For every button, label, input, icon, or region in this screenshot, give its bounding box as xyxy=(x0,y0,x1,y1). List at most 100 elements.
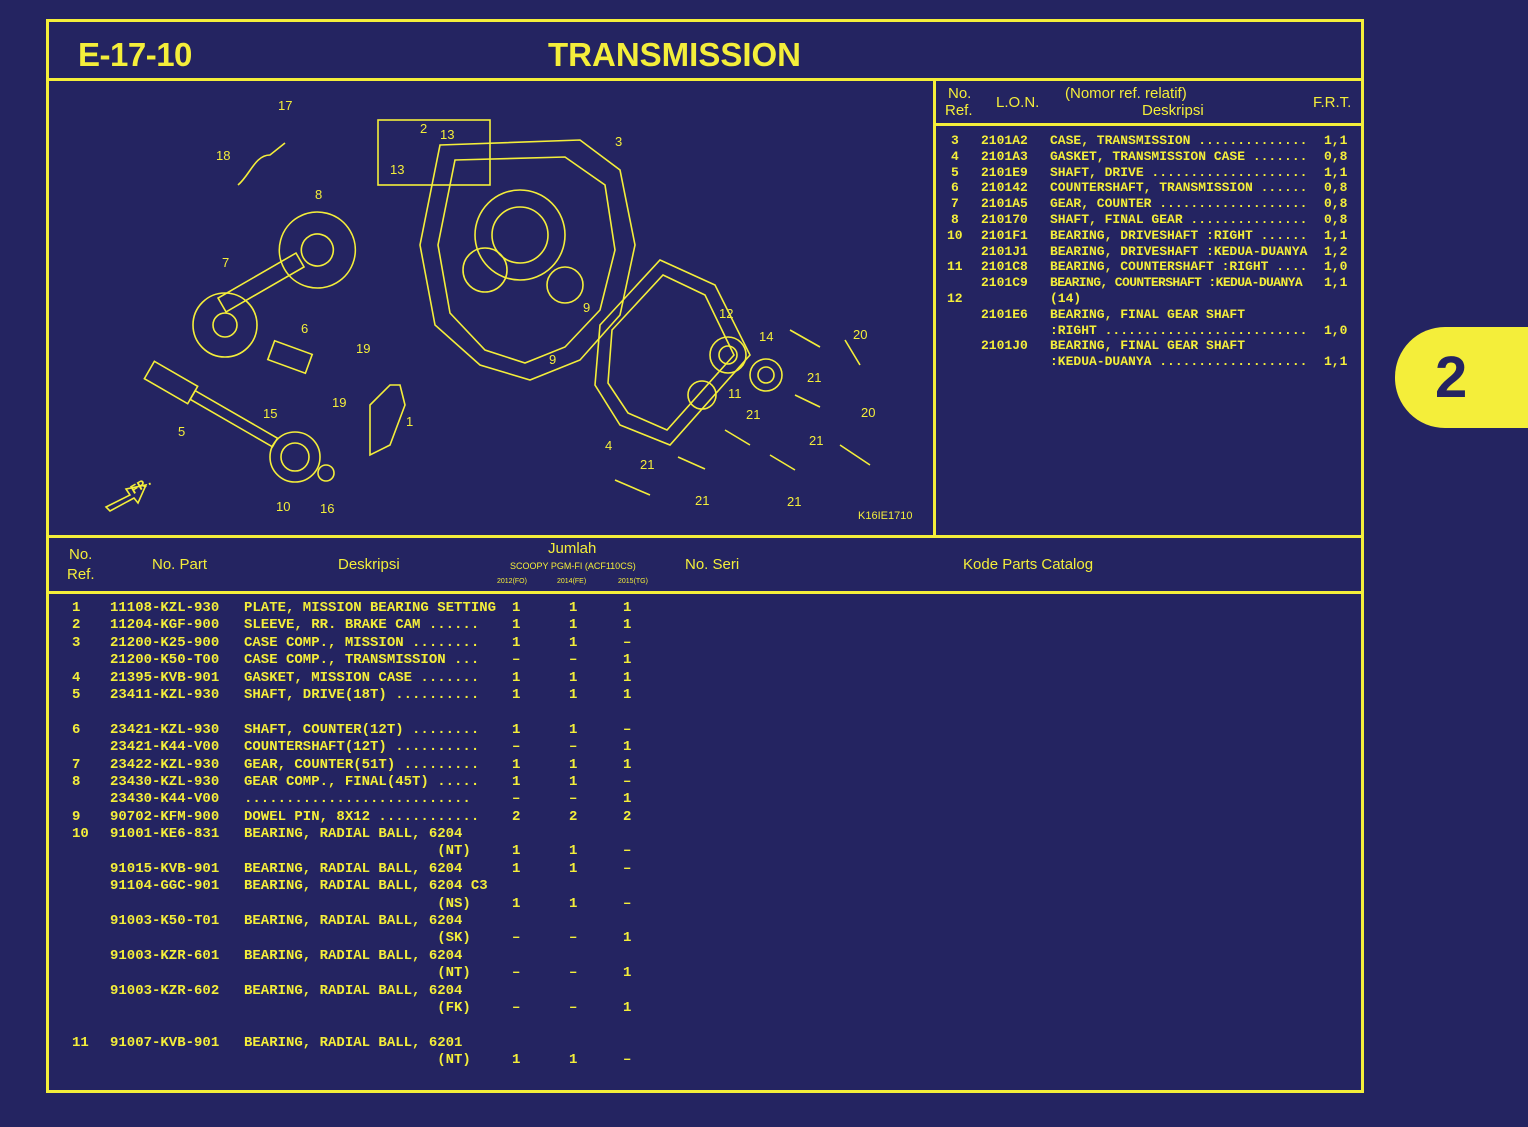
page-frame xyxy=(46,19,1364,1093)
ref-no: 11 xyxy=(947,259,963,275)
ref-desc: BEARING, COUNTERSHAFT :KEDUA-DUANYA xyxy=(1050,275,1303,291)
row-qty-2014: 2 xyxy=(569,808,578,825)
ref-row: 7 2101A5 GEAR, COUNTER ...................… xyxy=(940,196,1360,212)
row-part-number: 23422-KZL-930 xyxy=(110,756,220,773)
section-divider xyxy=(46,535,1364,538)
callout-11: 11 xyxy=(728,386,742,401)
row-description: (SK) xyxy=(244,930,471,947)
row-description: COUNTERSHAFT(12T) .......... xyxy=(244,739,480,756)
title-divider xyxy=(46,78,1364,81)
ref-desc: BEARING, COUNTERSHAFT :RIGHT .... xyxy=(1050,259,1308,275)
parts-col-jumlah: Jumlah xyxy=(548,540,597,557)
row-qty-2015: 1 xyxy=(623,756,632,773)
callout-18: 18 xyxy=(216,148,231,163)
ref-lon: 2101E6 xyxy=(981,306,1028,322)
row-qty-2014: 1 xyxy=(569,669,578,686)
row-qty-2015: 1 xyxy=(623,999,632,1016)
row-qty-2015: – xyxy=(623,1052,632,1069)
page-title: TRANSMISSION xyxy=(548,36,802,73)
ref-lon: 2101A5 xyxy=(981,196,1028,212)
parts-col-kode: Kode Parts Catalog xyxy=(963,556,1094,573)
ref-desc: BEARING, FINAL GEAR SHAFT xyxy=(1050,306,1246,322)
row-qty-2012: 1 xyxy=(512,860,521,877)
row-qty-2014: 1 xyxy=(569,600,578,616)
ref-no: 7 xyxy=(951,196,959,212)
row-qty-2014: 1 xyxy=(569,634,578,651)
row-qty-2015: 1 xyxy=(623,930,632,947)
row-description: CASE COMP., TRANSMISSION ... xyxy=(244,652,480,669)
row-part-number: 21395-KVB-901 xyxy=(110,669,220,686)
parts-col-part: No. Part xyxy=(152,556,208,573)
ref-desc: SHAFT, DRIVE .................... xyxy=(1050,164,1308,180)
row-qty-2015: – xyxy=(623,895,632,912)
row-qty-2015: 1 xyxy=(623,600,632,616)
row-ref: 10 xyxy=(72,826,89,843)
parts-col-no: No. xyxy=(69,546,93,563)
callout-16: 16 xyxy=(320,501,335,516)
callout-5: 5 xyxy=(178,424,186,439)
row-qty-2012: 1 xyxy=(512,721,521,738)
row-qty-2014: 1 xyxy=(569,895,578,912)
row-part-number: 91007-KVB-901 xyxy=(110,1034,220,1051)
row-part-number: 90702-KFM-900 xyxy=(110,808,220,825)
row-qty-2015: 1 xyxy=(623,652,632,669)
ref-col-no: No. xyxy=(948,85,972,102)
row-qty-2015: 1 xyxy=(623,739,632,756)
ref-no: 5 xyxy=(951,164,959,180)
ref-desc: BEARING, DRIVESHAFT :KEDUA-DUANYA xyxy=(1050,243,1308,259)
row-description: BEARING, RADIAL BALL, 6204 C3 xyxy=(244,878,488,895)
row-qty-2014: – xyxy=(569,965,578,982)
row-qty-2014: 1 xyxy=(569,860,578,877)
callout-20b: 20 xyxy=(861,405,876,420)
ref-lon: 2101A2 xyxy=(981,133,1028,148)
row-qty-2012: 1 xyxy=(512,686,521,703)
callout-8: 8 xyxy=(315,187,323,202)
row-qty-2015: 1 xyxy=(623,791,632,808)
row-part-number: 23430-KZL-930 xyxy=(110,773,220,790)
row-qty-2014: – xyxy=(569,930,578,947)
row-qty-2015: – xyxy=(623,843,632,860)
ref-lon: 2101J0 xyxy=(981,338,1028,354)
row-qty-2014: 1 xyxy=(569,686,578,703)
row-description: SLEEVE, RR. BRAKE CAM ...... xyxy=(244,617,480,634)
row-qty-2015: 1 xyxy=(623,669,632,686)
parts-col-desc: Deskripsi xyxy=(338,556,400,573)
row-description: (NT) xyxy=(244,843,471,860)
row-ref: 4 xyxy=(72,669,81,686)
ref-frt: 1,2 xyxy=(1324,243,1348,259)
ref-desc: GEAR, COUNTER ................... xyxy=(1050,196,1308,212)
ref-no: 3 xyxy=(951,133,959,148)
row-description: ........................... xyxy=(244,791,471,808)
section-tab[interactable]: 2 xyxy=(1395,327,1528,428)
row-part-number: 11204-KGF-900 xyxy=(110,617,220,634)
ref-frt: 1,1 xyxy=(1324,275,1348,291)
row-part-number: 23421-KZL-930 xyxy=(110,721,220,738)
row-description: (FK) xyxy=(244,999,471,1016)
ref-frt: 0,8 xyxy=(1324,211,1348,227)
catalog-code: E-17-10 xyxy=(78,36,192,73)
ref-desc: (14) xyxy=(1050,290,1082,306)
row-qty-2015: 2 xyxy=(623,808,632,825)
callout-10: 10 xyxy=(276,499,291,514)
row-ref: 2 xyxy=(72,617,81,634)
ref-desc: :RIGHT .......................... xyxy=(1050,322,1308,338)
row-qty-2015: 1 xyxy=(623,686,632,703)
ref-frt: 1,1 xyxy=(1324,354,1348,370)
callout-3: 3 xyxy=(615,134,623,149)
row-description: BEARING, RADIAL BALL, 6204 xyxy=(244,826,463,843)
row-description: (NS) xyxy=(244,895,471,912)
callout-6: 6 xyxy=(301,321,309,336)
callout-12: 12 xyxy=(719,306,734,321)
diagram-code: K16IE1710 xyxy=(858,510,913,522)
row-qty-2012: – xyxy=(512,999,521,1016)
callout-1: 1 xyxy=(406,414,414,429)
ref-col-ref: Ref. xyxy=(945,102,973,119)
parts-col-model: SCOOPY PGM-FI (ACF110CS) xyxy=(510,561,636,571)
ref-no: 6 xyxy=(951,180,959,196)
